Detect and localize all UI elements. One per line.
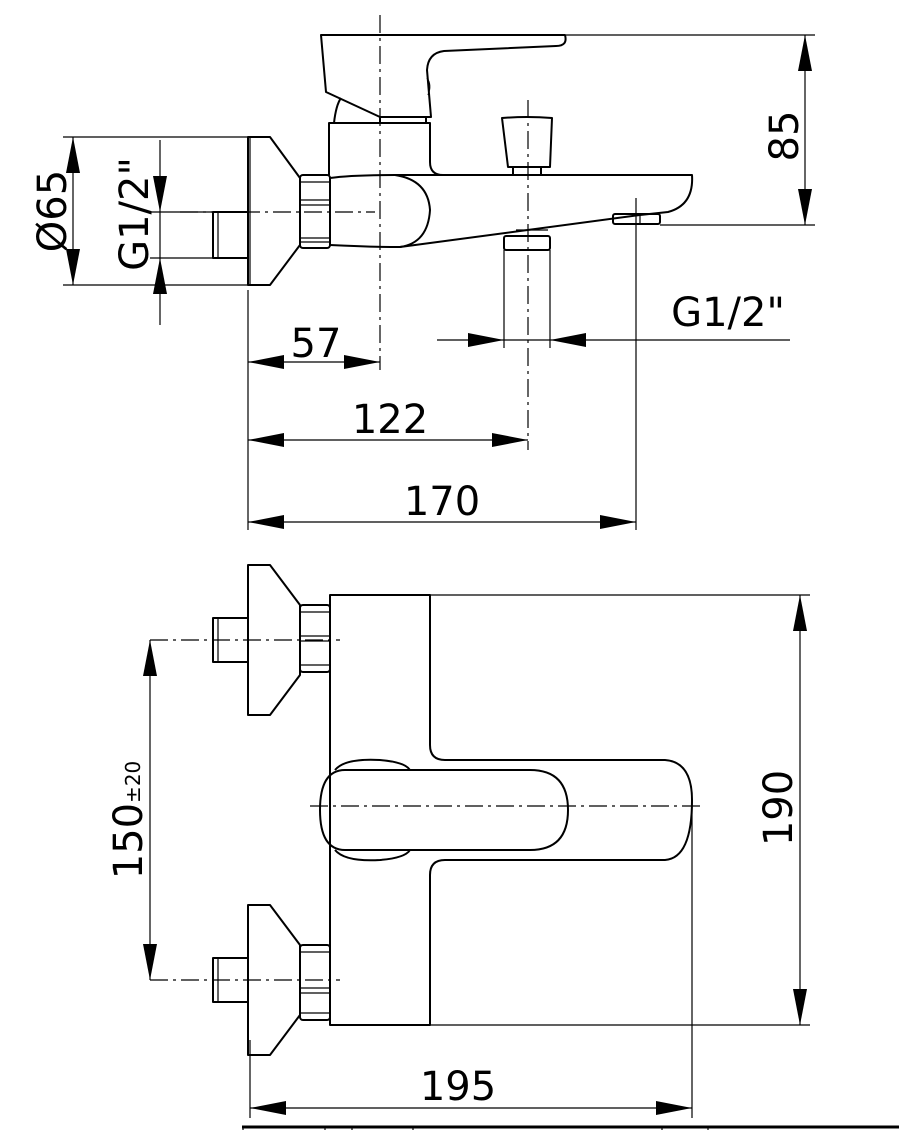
dim-height: 85 [762,111,808,162]
shower-outlet [503,229,551,251]
inlet-pipe [212,211,249,259]
cartridge-cover [333,97,342,124]
wall-flange [247,136,301,286]
dim-projection: 195 [420,1064,496,1110]
spout [329,174,694,248]
mixer-body [328,122,444,176]
side-view: 85 Ø65 G1/2" G1/2" 57 122 170 [30,15,815,530]
dim-spout-axis: 170 [404,479,480,525]
lever-handle-top [319,769,569,851]
dim-handle-axis: 57 [291,321,342,367]
dim-outlet-thread: G1/2" [671,290,785,336]
mixer-body-top [329,594,693,1026]
dim-centers: 150±20 [106,761,152,880]
dim-inlet-thread: G1/2" [112,157,158,271]
dim-width: 190 [756,770,802,846]
dim-flange-diameter: Ø65 [30,170,76,252]
dim-diverter-axis: 122 [352,397,428,443]
diverter-knob [501,116,553,176]
lever-handle [320,34,567,118]
top-view: 150±20 190 195 [106,564,810,1118]
